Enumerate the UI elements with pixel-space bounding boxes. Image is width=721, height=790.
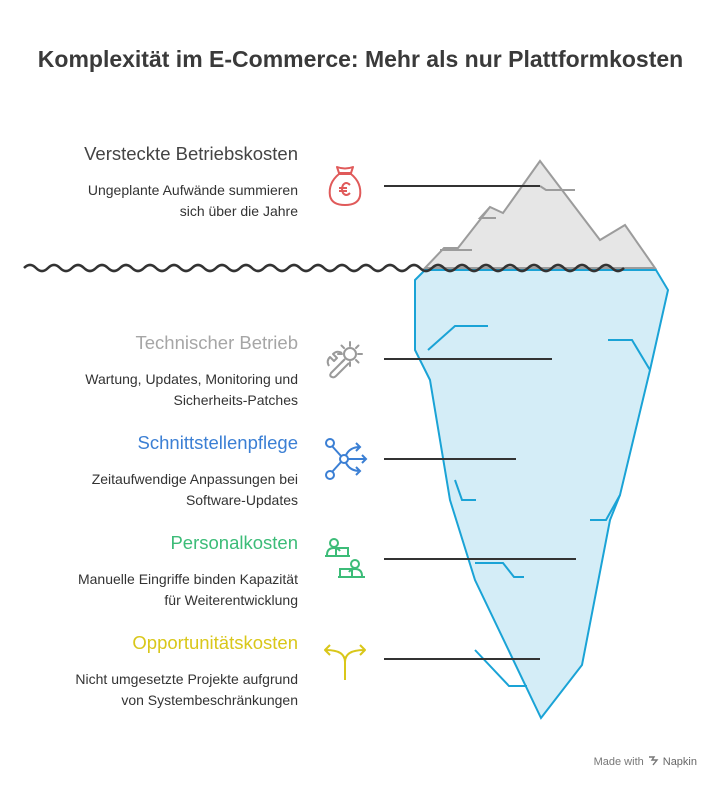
- item-description-line: Ungeplante Aufwände summieren: [87, 182, 298, 198]
- page-title: Komplexität im E-Commerce: Mehr als nur …: [37, 46, 684, 72]
- item-versteckte-betriebskosten: Versteckte Betriebskosten Ungeplante Auf…: [0, 143, 298, 222]
- iceberg-crack: [474, 649, 527, 687]
- item-heading: Schnittstellenpflege: [137, 432, 298, 453]
- wrench-gear-icon: [322, 336, 368, 382]
- item-description: Manuelle Eingriffe binden Kapazität für …: [0, 569, 298, 611]
- people-at-desks-icon: [322, 536, 368, 582]
- branching-arrows-icon: [322, 436, 368, 482]
- iceberg-crack: [427, 325, 488, 351]
- item-opportunitaetskosten: Opportunitätskosten Nicht umgesetzte Pro…: [0, 632, 298, 711]
- item-personalkosten: Personalkosten Manuelle Eingriffe binden…: [0, 532, 298, 611]
- item-description-line: Manuelle Eingriffe binden Kapazität: [77, 571, 298, 587]
- money-bag-euro-icon: [322, 163, 368, 209]
- iceberg-crack: [454, 479, 476, 501]
- item-technischer-betrieb: Technischer Betrieb Wartung, Updates, Mo…: [0, 332, 298, 411]
- item-description-line: Nicht umgesetzte Projekte aufgrund: [75, 671, 298, 687]
- iceberg-tip-ridge: [477, 206, 496, 219]
- item-description: Nicht umgesetzte Projekte aufgrund von S…: [0, 669, 298, 711]
- item-description-line: Zeitaufwendige Anpassungen bei: [91, 471, 298, 487]
- iceberg-tip-ridge: [539, 185, 575, 191]
- made-with-label: Made with: [593, 756, 644, 768]
- item-description-line: Wartung, Updates, Monitoring und: [85, 371, 298, 387]
- item-description: Ungeplante Aufwände summieren sich über …: [0, 180, 298, 222]
- item-description: Zeitaufwendige Anpassungen bei Software-…: [0, 469, 298, 511]
- item-description-line: von Systembeschränkungen: [121, 692, 298, 708]
- item-description-line: sich über die Jahre: [179, 203, 298, 219]
- item-heading: Opportunitätskosten: [132, 632, 298, 653]
- item-description-line: Software-Updates: [185, 492, 298, 508]
- iceberg-crack: [590, 494, 621, 521]
- iceberg-tip: [422, 159, 657, 269]
- item-heading: Personalkosten: [170, 532, 298, 553]
- napkin-brand: Napkin: [662, 756, 697, 768]
- item-description: Wartung, Updates, Monitoring und Sicherh…: [0, 369, 298, 411]
- item-description-line: Sicherheits-Patches: [173, 392, 298, 408]
- item-heading: Versteckte Betriebskosten: [84, 143, 298, 164]
- split-arrow-icon: [322, 636, 368, 682]
- iceberg-crack: [608, 339, 651, 371]
- item-schnittstellenpflege: Schnittstellenpflege Zeitaufwendige Anpa…: [0, 432, 298, 511]
- footer-attribution: Made with Napkin: [594, 755, 697, 769]
- iceberg-underwater: [414, 269, 670, 720]
- napkin-logo-icon: [648, 755, 659, 769]
- item-heading: Technischer Betrieb: [135, 332, 298, 353]
- water-line: [23, 263, 625, 273]
- item-description-line: für Weiterentwicklung: [164, 592, 298, 608]
- iceberg-crack: [475, 562, 524, 578]
